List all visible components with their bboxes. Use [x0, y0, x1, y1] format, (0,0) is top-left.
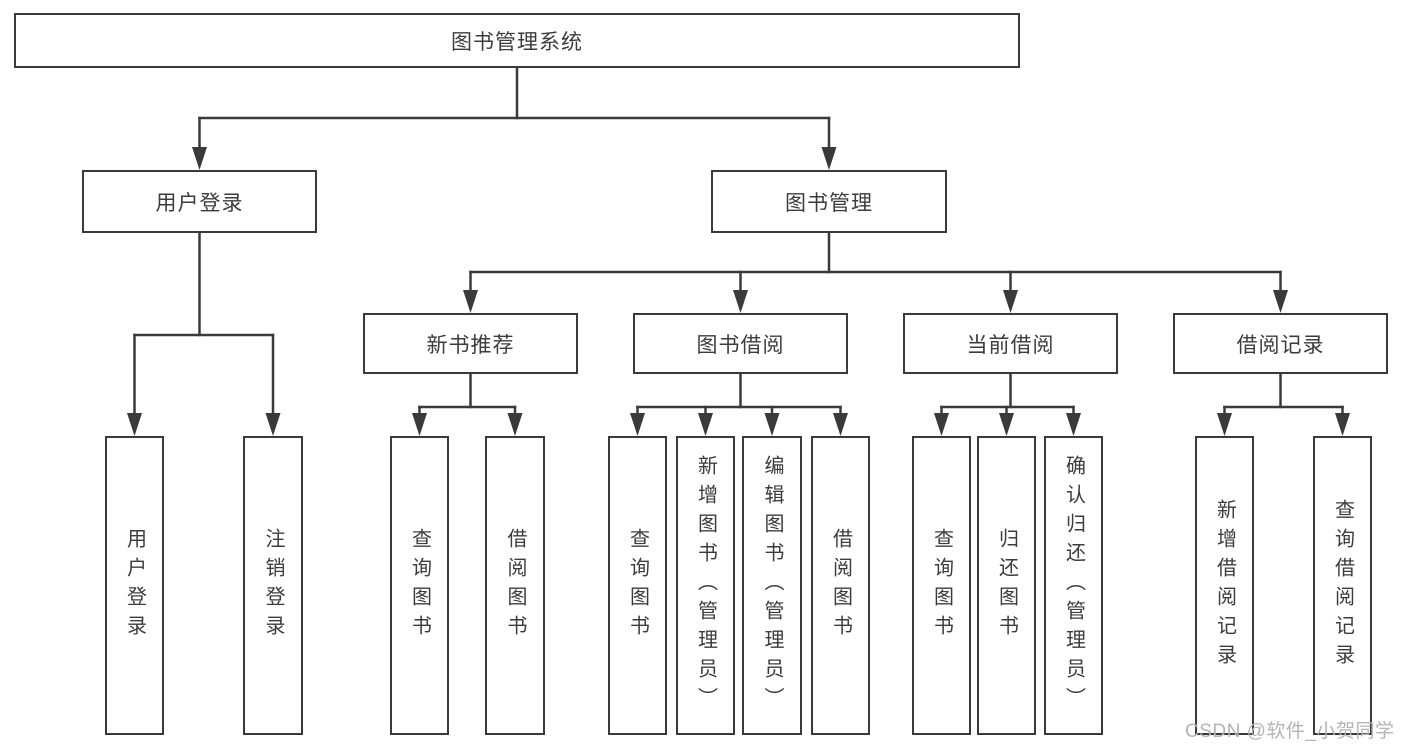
node-label: 用户登录 — [155, 191, 244, 215]
node-user-login: 用户登录 — [82, 170, 317, 233]
node-label: 用户登录 — [123, 527, 146, 644]
node-label: 注销登录 — [262, 527, 284, 644]
node-label: 图书管理系统 — [451, 30, 583, 54]
node-book-borrow: 图书借阅 — [633, 313, 848, 374]
leaf-current-query-book: 查询图书 — [912, 436, 971, 735]
node-label: 图书管理 — [785, 191, 873, 215]
node-label: 查询图书 — [626, 527, 649, 644]
node-current-borrow: 当前借阅 — [903, 313, 1118, 374]
node-label: 当前借阅 — [966, 333, 1055, 357]
node-borrow-records: 借阅记录 — [1173, 313, 1388, 374]
node-label: 借阅记录 — [1236, 333, 1325, 357]
node-label: 借阅图书 — [504, 527, 526, 644]
leaf-borrow-borrow-book: 借阅图书 — [811, 436, 870, 735]
node-label: 图书借阅 — [696, 333, 785, 357]
node-label: 新增图书（管理员） — [694, 455, 717, 716]
leaf-current-return-book: 归还图书 — [977, 436, 1036, 735]
csdn-watermark: CSDN @软件_小贺同学 — [1185, 721, 1395, 742]
node-root-library-management-system: 图书管理系统 — [14, 13, 1020, 68]
node-label: 查询图书 — [408, 527, 431, 644]
node-label: 查询借阅记录 — [1331, 498, 1354, 673]
node-label: 归还图书 — [995, 527, 1018, 644]
leaf-borrow-edit-book-admin: 编辑图书（管理员） — [742, 436, 802, 735]
leaf-borrow-query-book: 查询图书 — [608, 436, 667, 735]
leaf-records-add-borrow-record: 新增借阅记录 — [1195, 436, 1254, 735]
leaf-recommend-borrow-book: 借阅图书 — [485, 436, 545, 735]
node-book-management: 图书管理 — [711, 170, 947, 233]
leaf-records-query-borrow-record: 查询借阅记录 — [1313, 436, 1372, 735]
leaf-recommend-query-book: 查询图书 — [390, 436, 449, 735]
arrow-heads — [127, 147, 1350, 436]
leaf-logout-login: 注销登录 — [243, 436, 303, 735]
node-new-book-recommend: 新书推荐 — [363, 313, 578, 374]
leaf-user-login: 用户登录 — [105, 436, 164, 735]
node-label: 查询图书 — [930, 527, 953, 644]
node-label: 新增借阅记录 — [1213, 498, 1236, 673]
node-label: 新书推荐 — [426, 333, 515, 357]
node-label: 借阅图书 — [829, 527, 852, 644]
leaf-borrow-add-book-admin: 新增图书（管理员） — [676, 436, 735, 735]
node-label: 确认归还（管理员） — [1062, 455, 1085, 716]
leaf-current-confirm-return-admin: 确认归还（管理员） — [1044, 436, 1103, 735]
node-label: 编辑图书（管理员） — [761, 455, 783, 716]
